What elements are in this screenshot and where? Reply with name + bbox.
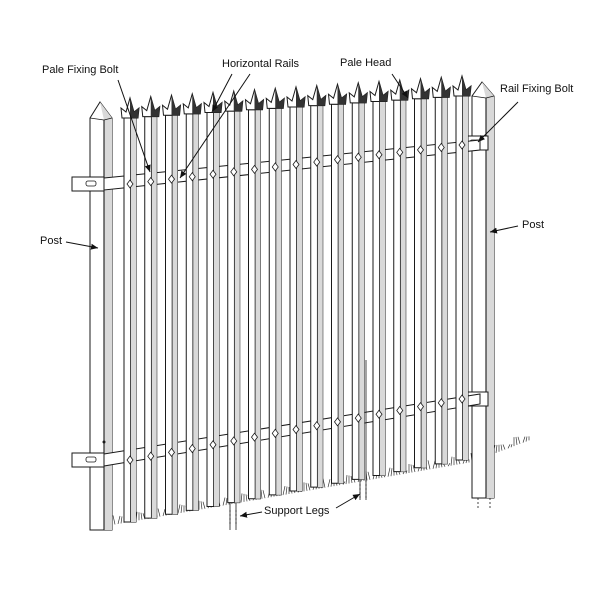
arrow-support-legs-left	[239, 511, 263, 518]
pale	[286, 85, 306, 492]
label-rail-fixing-bolt: Rail Fixing Bolt	[500, 83, 573, 95]
label-post-right: Post	[522, 219, 544, 231]
pale	[369, 79, 389, 476]
label-horizontal-rails: Horizontal Rails	[222, 58, 300, 70]
pale	[348, 81, 368, 480]
pale	[307, 83, 327, 488]
arrow-post-right	[489, 225, 519, 234]
label-pale-fixing-bolt: Pale Fixing Bolt	[42, 64, 118, 76]
arrow-horizontal-rails-1	[179, 73, 251, 179]
pale	[141, 94, 161, 519]
arrow-pale-fixing-bolt	[117, 79, 151, 173]
pale	[265, 86, 285, 496]
pale	[120, 96, 140, 523]
pale	[244, 87, 265, 500]
arrow-horizontal-rails-2	[211, 73, 233, 113]
label-pale-head: Pale Head	[340, 57, 391, 69]
arrow-pale-head	[391, 73, 409, 99]
pale	[390, 78, 410, 473]
pale	[182, 92, 202, 511]
annotations: Pale Fixing Bolt Horizontal Rails Pale H…	[40, 57, 573, 518]
arrow-support-legs-right	[335, 493, 361, 509]
pale	[431, 75, 451, 465]
pale	[327, 82, 348, 484]
arrow-rail-fixing-bolt	[477, 101, 519, 143]
arrow-post-left	[65, 241, 99, 250]
left-post	[71, 101, 113, 531]
pales	[120, 74, 472, 523]
pale	[161, 93, 182, 515]
pale	[452, 74, 472, 461]
label-post-left: Post	[40, 235, 62, 247]
pale	[224, 89, 244, 504]
label-support-legs: Support Legs	[264, 505, 330, 517]
pale	[410, 76, 431, 469]
pale	[203, 90, 223, 507]
